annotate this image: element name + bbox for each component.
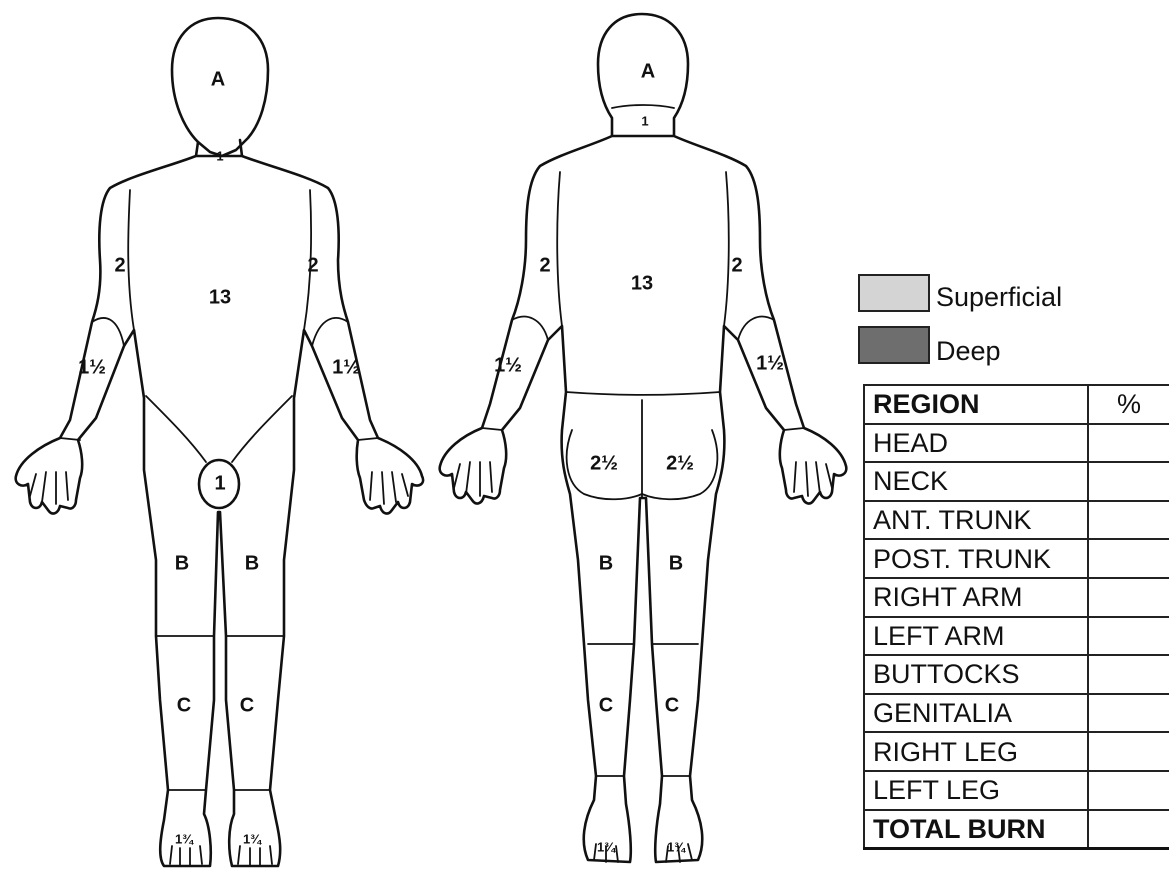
legend-superficial: Superficial: [858, 272, 1158, 320]
front-right-lower-leg-label: C: [177, 694, 191, 716]
back-right-lower-leg-label: C: [599, 694, 613, 716]
table-row: POST. TRUNK: [864, 539, 1169, 578]
front-right-forearm-label: 1½: [78, 356, 106, 378]
front-right-upper-arm-label: 2: [114, 254, 125, 276]
table-row: HEAD: [864, 424, 1169, 463]
back-right-forearm-label: 1½: [494, 354, 522, 376]
region-name-cell: LEFT LEG: [864, 771, 1088, 810]
back-neck-label: 1: [641, 113, 648, 128]
table-row: LEFT LEG: [864, 771, 1169, 810]
deep-label: Deep: [936, 336, 1001, 366]
table-row: LEFT ARM: [864, 617, 1169, 656]
back-right-foot-label: 1¾: [597, 839, 616, 854]
region-percent-cell[interactable]: [1088, 771, 1169, 810]
legend-deep: Deep: [858, 320, 1158, 368]
region-name-cell: RIGHT ARM: [864, 578, 1088, 617]
back-right-thigh-label: B: [599, 552, 613, 574]
front-left-foot-label: 1¾: [243, 831, 262, 846]
back-figure: [440, 14, 847, 862]
region-percent-cell[interactable]: [1088, 462, 1169, 501]
region-percent-cell[interactable]: [1088, 578, 1169, 617]
front-left-thigh-label: B: [245, 552, 259, 574]
back-trunk-label: 13: [631, 272, 653, 294]
front-head-label: A: [211, 68, 225, 90]
region-name-cell: GENITALIA: [864, 694, 1088, 733]
region-name-cell: POST. TRUNK: [864, 539, 1088, 578]
region-percent-cell[interactable]: [1088, 694, 1169, 733]
superficial-swatch: [858, 274, 930, 312]
back-right-buttock-label: 2½: [666, 452, 694, 474]
region-name-cell: BUTTOCKS: [864, 655, 1088, 694]
front-right-thigh-label: B: [175, 552, 189, 574]
table-row: RIGHT LEG: [864, 732, 1169, 771]
percent-column-header: %: [1088, 385, 1169, 424]
region-percent-cell[interactable]: [1088, 655, 1169, 694]
back-left-buttock-label: 2½: [590, 452, 618, 474]
front-torso[interactable]: [16, 156, 423, 866]
deep-swatch: [858, 326, 930, 364]
front-trunk-label: 13: [209, 286, 231, 308]
region-name-cell: ANT. TRUNK: [864, 501, 1088, 540]
region-name-cell: LEFT ARM: [864, 617, 1088, 656]
region-percent-cell[interactable]: [1088, 732, 1169, 771]
front-neck-label: 1: [216, 148, 223, 163]
table-row: BUTTOCKS: [864, 655, 1169, 694]
superficial-label: Superficial: [936, 282, 1062, 312]
region-name-cell: HEAD: [864, 424, 1088, 463]
back-left-upper-arm-label: 2: [731, 254, 742, 276]
back-left-foot-label: 1¾: [667, 839, 686, 854]
front-figure: [16, 18, 423, 866]
table-row: ANT. TRUNK: [864, 501, 1169, 540]
back-left-forearm-label: 1½: [756, 352, 784, 374]
region-name-cell: RIGHT LEG: [864, 732, 1088, 771]
burn-depth-legend: Superficial Deep: [858, 272, 1158, 368]
back-left-lower-leg-label: C: [665, 694, 679, 716]
region-column-header: REGION: [864, 385, 1088, 424]
front-left-forearm-label: 1½: [332, 356, 360, 378]
region-name-cell: NECK: [864, 462, 1088, 501]
table-row: NECK: [864, 462, 1169, 501]
back-head-label: A: [641, 60, 655, 82]
back-left-thigh-label: B: [669, 552, 683, 574]
region-percent-cell[interactable]: [1088, 539, 1169, 578]
back-right-upper-arm-label: 2: [539, 254, 550, 276]
region-percent-cell[interactable]: [1088, 424, 1169, 463]
total-burn-row: TOTAL BURN: [864, 810, 1169, 849]
front-left-upper-arm-label: 2: [307, 254, 318, 276]
front-right-foot-label: 1¾: [175, 831, 194, 846]
region-percent-cell[interactable]: [1088, 617, 1169, 656]
region-percent-cell[interactable]: [1088, 501, 1169, 540]
total-burn-percent-cell[interactable]: [1088, 810, 1169, 849]
front-left-lower-leg-label: C: [240, 694, 254, 716]
table-row: RIGHT ARM: [864, 578, 1169, 617]
table-header-row: REGION %: [864, 385, 1169, 424]
body-diagram: A 1 13 2 2 1½ 1½ 1 B B C C 1¾ 1¾: [0, 0, 850, 881]
front-genitalia-label: 1: [214, 472, 225, 494]
table-row: GENITALIA: [864, 694, 1169, 733]
back-torso[interactable]: [440, 136, 847, 862]
total-burn-label: TOTAL BURN: [864, 810, 1088, 849]
